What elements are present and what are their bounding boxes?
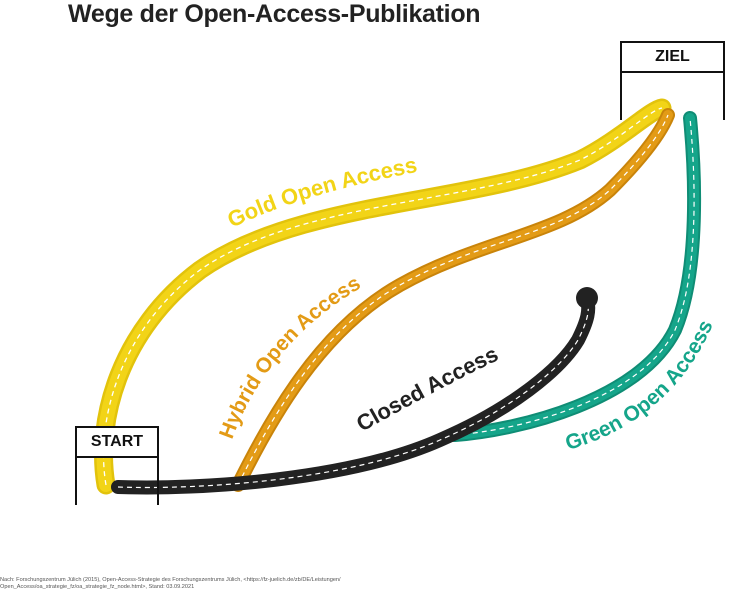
start-sign-post-right	[157, 455, 159, 505]
source-note-line-2: Open_Access/oa_strategie_fz/oa_strategie…	[0, 584, 195, 590]
start-sign: START	[75, 426, 159, 458]
closed-access-end-dot	[576, 287, 598, 309]
start-sign-post-left	[75, 455, 77, 505]
source-note: Nach: Forschungszentrum Jülich (2015), O…	[0, 577, 520, 591]
goal-sign: ZIEL	[620, 41, 725, 73]
diagram-title: Wege der Open-Access-Publikation	[68, 0, 481, 28]
hybrid-open-access-label: Hybrid Open Access	[215, 272, 364, 442]
goal-sign-post-left	[620, 70, 622, 120]
source-note-line-1: Nach: Forschungszentrum Jülich (2015), O…	[0, 577, 341, 583]
closed-access-road	[118, 287, 598, 487]
goal-sign-post-right	[723, 70, 725, 120]
